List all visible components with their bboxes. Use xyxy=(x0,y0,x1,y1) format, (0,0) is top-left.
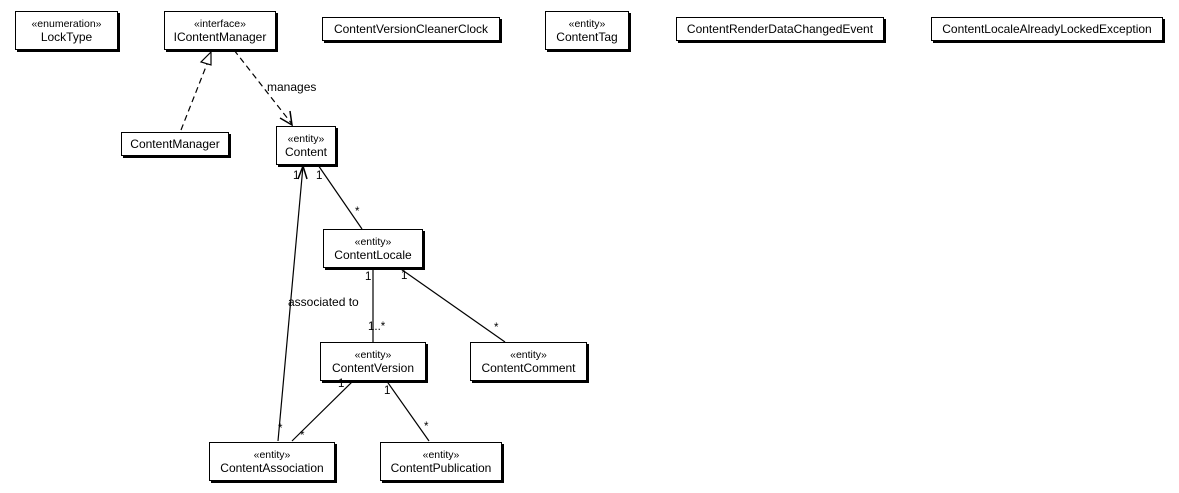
class-name: ContentPublication xyxy=(390,460,492,475)
manages-line xyxy=(233,49,293,125)
class-contentlocalealreadylockedexception[interactable]: ContentLocaleAlreadyLockedException xyxy=(931,17,1163,41)
class-name: IContentManager xyxy=(173,29,267,44)
realization-line xyxy=(180,63,208,131)
class-contentassociation[interactable]: «entity» ContentAssociation xyxy=(209,442,335,481)
multiplicity-content-locale-source: 1 xyxy=(316,170,323,182)
class-stereotype: «entity» xyxy=(354,348,392,361)
class-stereotype: «entity» xyxy=(422,448,460,461)
class-name: ContentRenderDataChangedEvent xyxy=(686,22,874,36)
class-stereotype: «entity» xyxy=(253,448,291,461)
class-name: ContentLocale xyxy=(334,247,412,262)
multiplicity-version-association-source: 1 xyxy=(338,378,345,390)
class-name: ContentComment xyxy=(481,360,576,375)
class-name: ContentManager xyxy=(130,137,220,151)
class-name: ContentTag xyxy=(556,29,618,44)
content-locale-line xyxy=(317,164,363,230)
multiplicity-content-locale-target: * xyxy=(355,206,360,218)
manages-label: manages xyxy=(267,80,317,94)
class-contentversion[interactable]: «entity» ContentVersion xyxy=(320,342,426,381)
class-contenttag[interactable]: «entity» ContentTag xyxy=(545,11,629,50)
class-contentmanager[interactable]: ContentManager xyxy=(121,132,229,156)
associated-to-label: associated to xyxy=(288,295,359,309)
multiplicity-locale-version-source: 1 xyxy=(365,271,372,283)
multiplicity-associated-to-target: 1 xyxy=(293,170,300,182)
class-content[interactable]: «entity» Content xyxy=(276,126,336,165)
class-contentrenderdatachangedevent[interactable]: ContentRenderDataChangedEvent xyxy=(676,17,884,41)
associated-to-arrowhead xyxy=(297,163,308,180)
multiplicity-version-publication-source: 1 xyxy=(384,385,391,397)
multiplicity-locale-version-target: 1..* xyxy=(368,321,386,333)
multiplicity-locale-comment-source: 1 xyxy=(401,270,408,282)
class-contentversioncleanerclock[interactable]: ContentVersionCleanerClock xyxy=(322,17,500,41)
version-association-line xyxy=(291,379,355,442)
manages-arrowhead xyxy=(279,110,293,127)
class-contentcomment[interactable]: «entity» ContentComment xyxy=(470,342,587,381)
class-icontentmanager[interactable]: «interface» IContentManager xyxy=(164,11,276,50)
class-name: ContentVersion xyxy=(331,360,415,375)
associated-to-line xyxy=(277,165,304,442)
realization-arrowhead xyxy=(199,50,212,66)
version-publication-line xyxy=(385,379,430,442)
locale-comment-line xyxy=(397,266,506,343)
class-name: LockType xyxy=(40,29,93,44)
multiplicity-version-publication-target: * xyxy=(424,421,429,433)
class-stereotype: «entity» xyxy=(568,17,606,30)
class-name: ContentVersionCleanerClock xyxy=(333,22,489,36)
class-name: Content xyxy=(284,144,328,159)
class-name: ContentAssociation xyxy=(220,460,324,475)
class-contentlocale[interactable]: «entity» ContentLocale xyxy=(323,229,423,268)
class-stereotype: «entity» xyxy=(354,235,392,248)
class-locktype[interactable]: «enumeration» LockType xyxy=(15,11,118,50)
class-stereotype: «entity» xyxy=(510,348,547,361)
class-stereotype: «enumeration» xyxy=(31,17,102,30)
multiplicity-version-association-target: * xyxy=(300,430,305,442)
multiplicity-locale-comment-target: * xyxy=(494,322,499,334)
multiplicity-associated-to-source: * xyxy=(278,423,283,435)
class-stereotype: «interface» xyxy=(194,17,246,30)
class-stereotype: «entity» xyxy=(287,132,325,145)
class-name: ContentLocaleAlreadyLockedException xyxy=(942,22,1152,36)
class-contentpublication[interactable]: «entity» ContentPublication xyxy=(380,442,502,481)
